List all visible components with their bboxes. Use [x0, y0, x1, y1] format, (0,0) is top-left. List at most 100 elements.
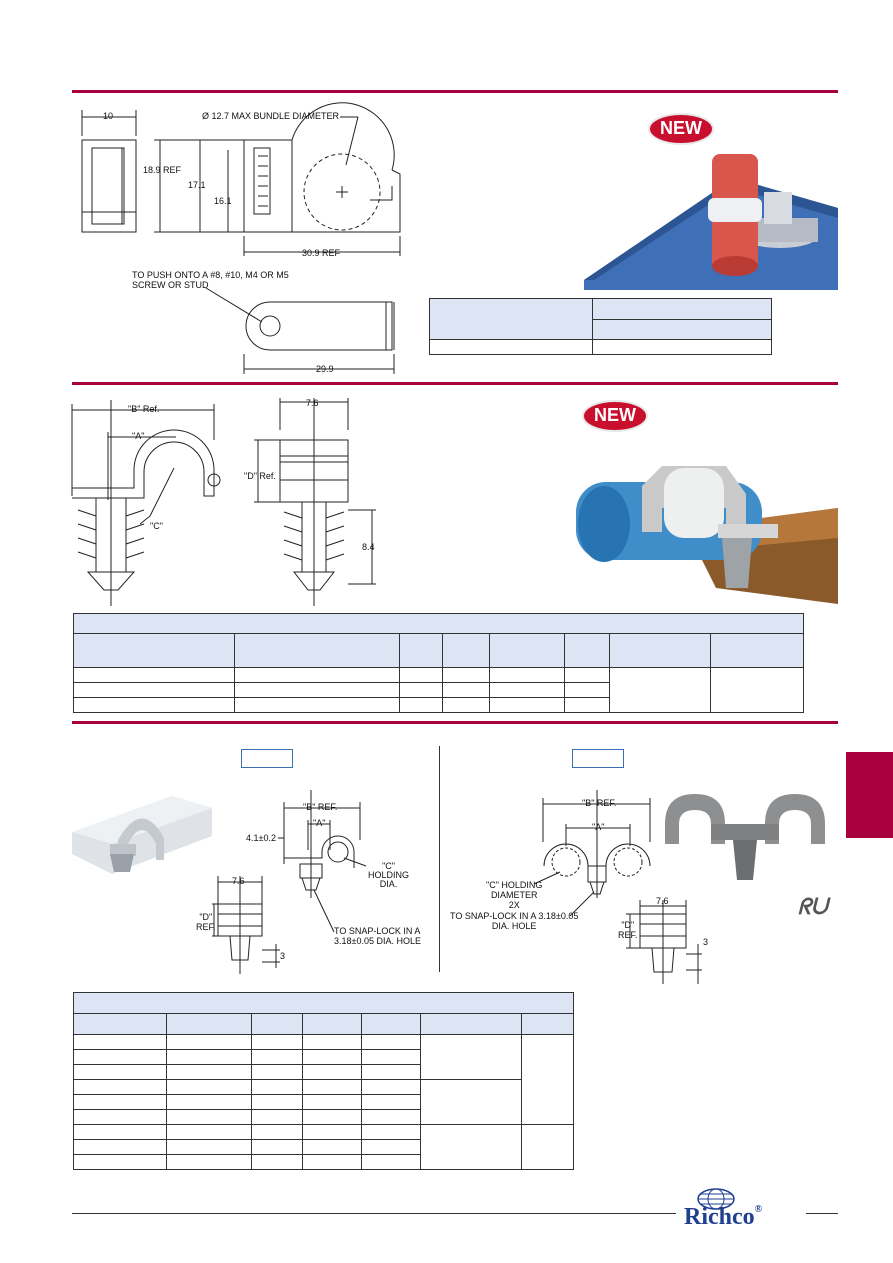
table3-cell [73, 1109, 167, 1125]
right-d-line-1: "D" [621, 920, 635, 930]
new-badge-2-label: NEW [594, 405, 636, 425]
table3-cell [361, 1079, 421, 1095]
left-dim-a: "A" [313, 818, 326, 828]
right-dim-width: 7.6 [656, 896, 669, 906]
table3-cell [166, 1064, 252, 1080]
right-c-line-3: 2X [508, 900, 520, 910]
table3-cell [251, 1124, 303, 1140]
table2-header [73, 633, 235, 668]
left-d-line-1: "D" [199, 912, 213, 922]
table1-header-sub [592, 318, 772, 340]
table2-cell-merged [710, 667, 804, 713]
right-snap-note: TO SNAP-LOCK IN A 3.18±0.05 DIA. HOLE [450, 911, 578, 931]
table3-cell [361, 1064, 421, 1080]
push-note-line-2: SCREW OR STUD [132, 280, 209, 290]
registered-mark: ® [754, 1204, 763, 1215]
product-photo-4 [665, 794, 825, 880]
footer-line-left [72, 1213, 676, 1214]
table3-cell [251, 1139, 303, 1155]
product-photo-3 [72, 796, 212, 874]
table2-header [609, 633, 711, 668]
table3-cell [251, 1154, 303, 1170]
table3-cell [302, 1094, 362, 1110]
left-dim-offset: 4.1±0.2 [246, 833, 276, 843]
left-dim-height: 3 [280, 951, 286, 961]
table2-cell-merged [609, 667, 711, 713]
table3-cell [166, 1034, 252, 1050]
left-dim-b-ref: "B" REF. [303, 802, 338, 812]
dim-a: "A" [132, 431, 145, 441]
right-c-line-2: DIAMETER [490, 890, 538, 900]
table2-header [442, 633, 490, 668]
table2-header [234, 633, 400, 668]
table3-cell [361, 1049, 421, 1065]
right-snap-line-2: DIA. HOLE [491, 921, 537, 931]
table3-header [302, 1013, 362, 1035]
section-divider-2 [72, 382, 838, 385]
new-badge-1-label: NEW [660, 118, 702, 138]
left-snap-line-2: 3.18±0.05 DIA. HOLE [334, 936, 421, 946]
left-dim-width: 7.6 [232, 876, 245, 886]
table3-cell-merged [521, 1034, 574, 1125]
right-d-line-2: REF. [618, 930, 638, 940]
section-divider-3 [72, 721, 838, 724]
table3-cell [166, 1079, 252, 1095]
table3-cell [73, 1139, 167, 1155]
table3-cell [166, 1094, 252, 1110]
table3-cell [251, 1034, 303, 1050]
table3-cell [166, 1139, 252, 1155]
new-badge-2 [582, 400, 648, 432]
dim-side-height: 8.4 [362, 542, 375, 552]
section-divider-1 [72, 90, 838, 93]
section1-spec-table [429, 298, 772, 355]
table3-cell-merged [420, 1034, 522, 1080]
table3-cell [73, 1079, 167, 1095]
push-note: TO PUSH ONTO A #8, #10, M4 OR M5 SCREW O… [132, 270, 289, 290]
left-c-line-3: DIA. [379, 879, 398, 889]
new-badge-1 [648, 113, 714, 145]
dim-d-ref: "D" Ref. [244, 471, 276, 481]
table3-header [420, 1013, 522, 1035]
dim-b-ref: "B" Ref. [128, 404, 160, 414]
globe-icon [697, 1188, 735, 1210]
table3-cell [361, 1139, 421, 1155]
table3-header [361, 1013, 421, 1035]
table3-cell [302, 1064, 362, 1080]
dim-ref-length: 30.9 REF [302, 248, 341, 258]
left-snap-note: TO SNAP-LOCK IN A 3.18±0.05 DIA. HOLE [334, 926, 421, 946]
table3-cell [73, 1064, 167, 1080]
table3-cell [361, 1124, 421, 1140]
section2-spec-table [73, 613, 804, 713]
style-label-box-right [572, 749, 624, 768]
dim-ref-height: 18.9 REF [143, 165, 182, 175]
table3-header [521, 1013, 574, 1035]
left-snap-line-1: TO SNAP-LOCK IN A [334, 926, 421, 936]
table3-header [251, 1013, 303, 1035]
table3-cell [302, 1139, 362, 1155]
section3-spec-table [73, 992, 574, 1170]
table3-cell [251, 1049, 303, 1065]
right-c-holding: "C" HOLDING DIAMETER 2X [486, 880, 542, 910]
table3-cell [302, 1124, 362, 1140]
table3-cell [361, 1094, 421, 1110]
table2-header [489, 633, 565, 668]
table3-cell [166, 1049, 252, 1065]
table3-cell [166, 1124, 252, 1140]
left-d-line-2: REF. [196, 922, 216, 932]
table3-cell [302, 1154, 362, 1170]
ur-certification-mark: ᖇᑌ [798, 894, 828, 919]
dim-side-width: 7.6 [306, 398, 319, 408]
table2-cell [564, 697, 610, 713]
right-snap-line-1: TO SNAP-LOCK IN A 3.18±0.05 [450, 911, 579, 921]
dim-width-top: 10 [103, 111, 114, 121]
table3-cell [302, 1049, 362, 1065]
table2-header [564, 633, 610, 668]
right-dim-height: 3 [703, 937, 709, 947]
table3-cell [251, 1109, 303, 1125]
product-photo-1 [584, 154, 838, 290]
table3-cell [73, 1094, 167, 1110]
table3-cell [361, 1109, 421, 1125]
table3-cell [251, 1064, 303, 1080]
table3-cell [73, 1154, 167, 1170]
